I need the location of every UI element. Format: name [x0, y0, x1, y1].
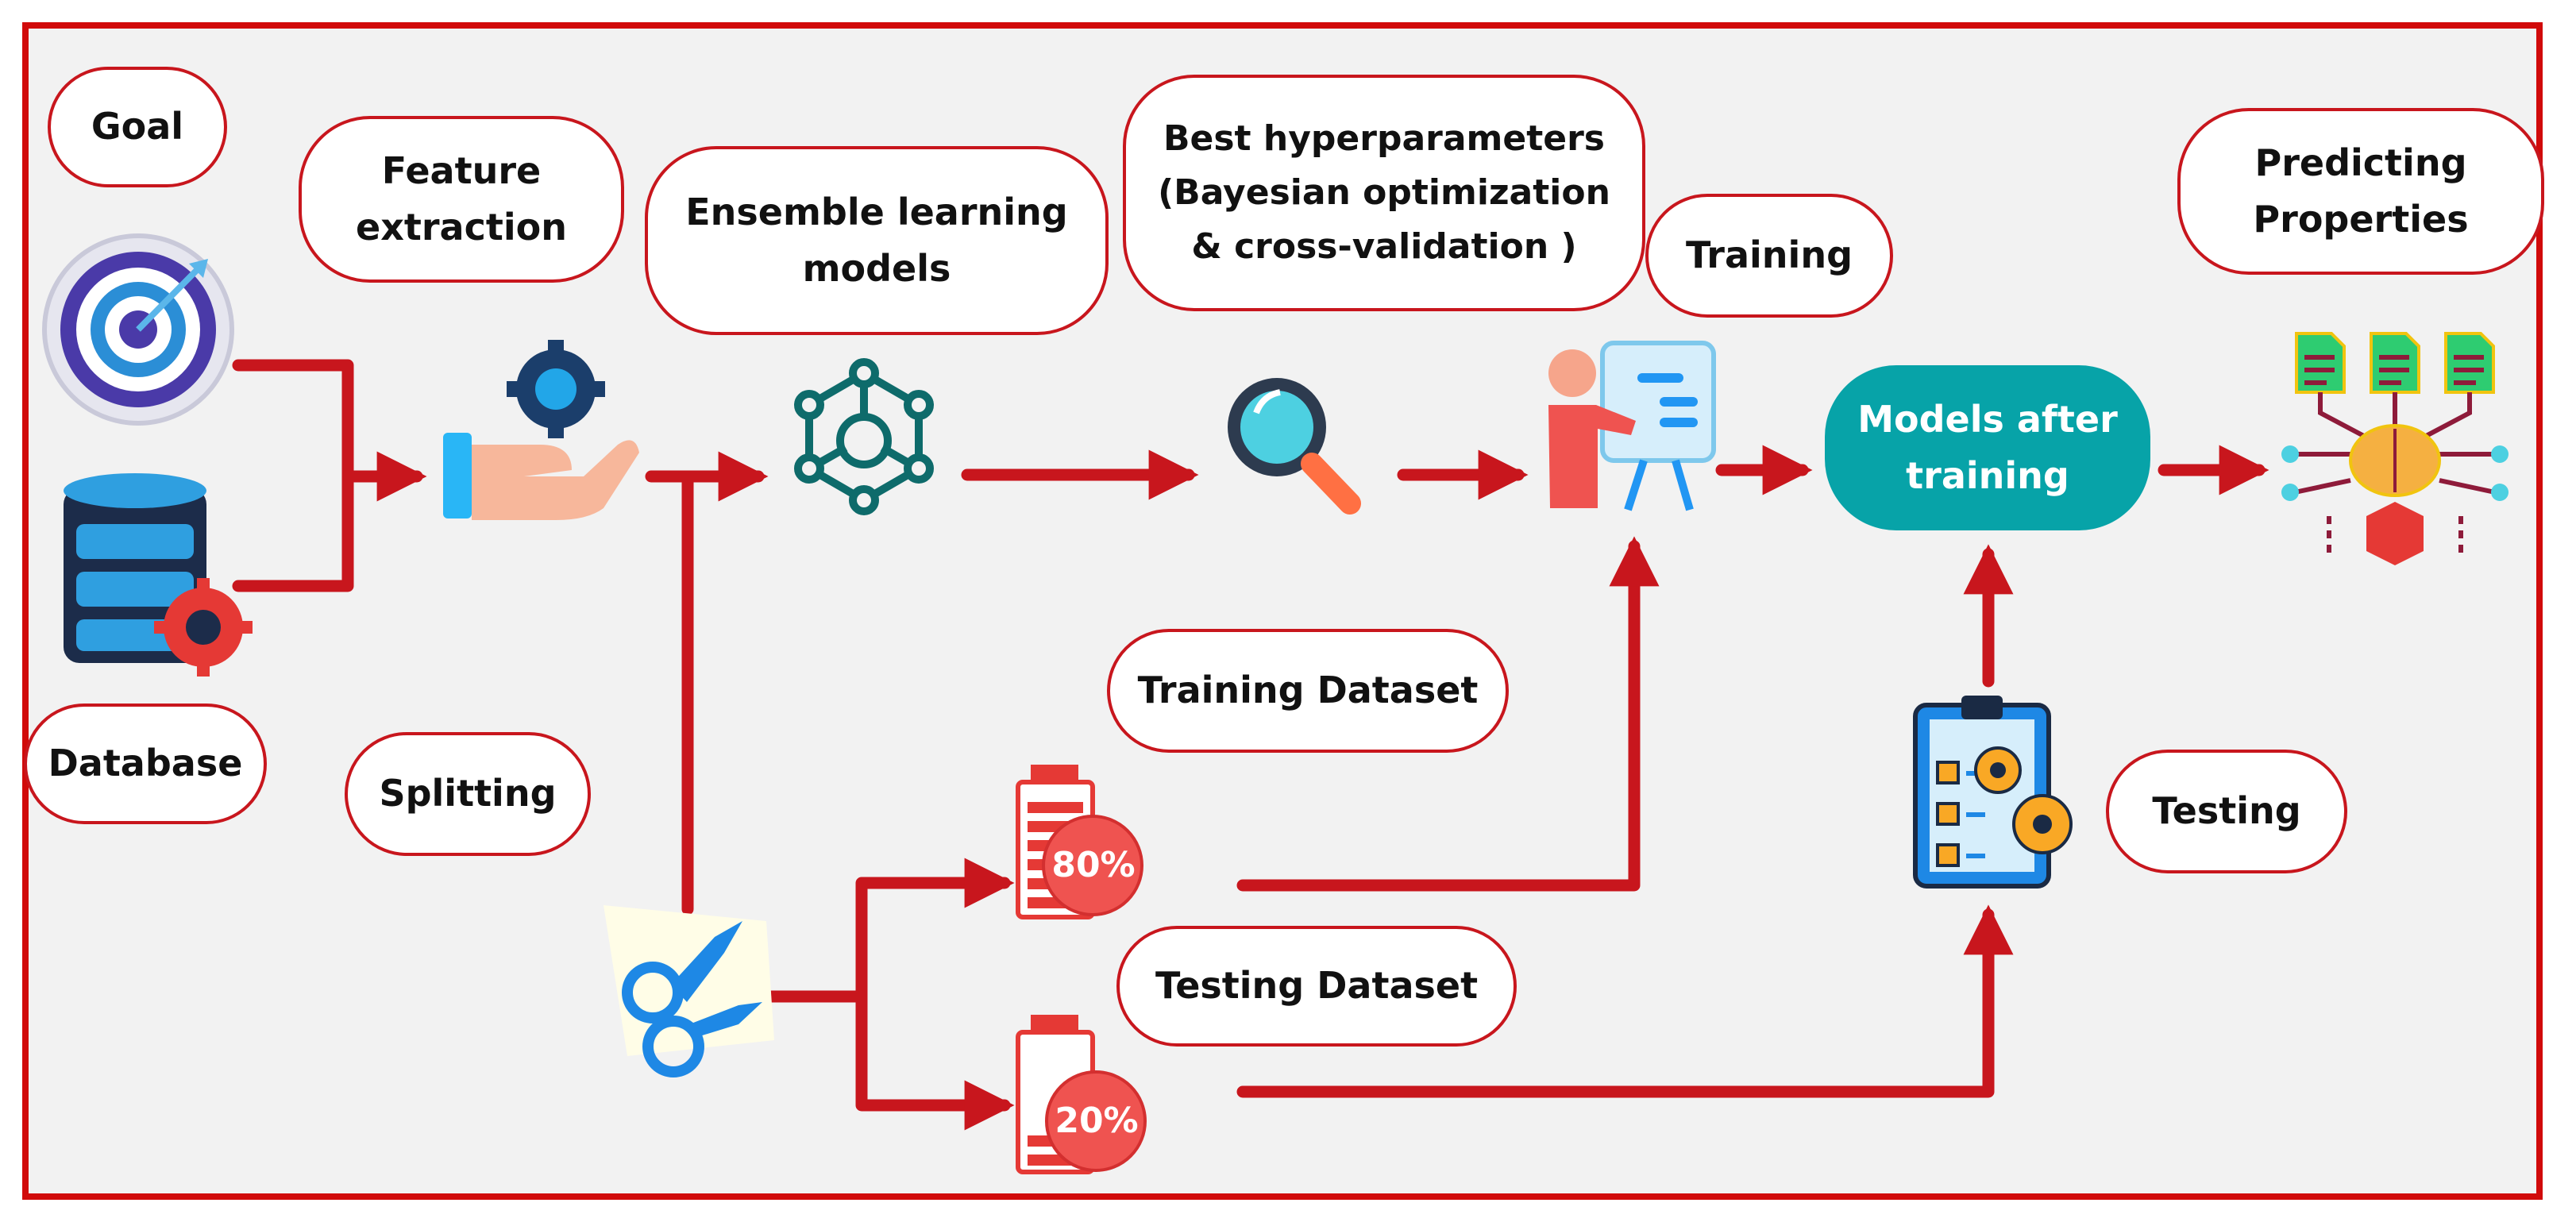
battery-20-label: 20%	[1055, 1101, 1139, 1141]
predicting-properties-label: Predicting Properties	[2177, 108, 2544, 275]
battery-80-icon	[1016, 765, 1143, 919]
testing-label: Testing	[2106, 750, 2347, 873]
database-connector	[232, 470, 354, 592]
splitting-label: Splitting	[345, 732, 591, 856]
models-after-training-box: Models after training	[1825, 365, 2150, 530]
training-dataset-label: Training Dataset	[1107, 629, 1509, 753]
presentation-icon	[1548, 341, 1716, 511]
magnifier-icon	[1228, 378, 1361, 515]
network-nodes-icon	[794, 358, 934, 515]
scissors-icon	[604, 905, 774, 1077]
ensemble-learning-label: Ensemble learning models	[645, 146, 1109, 335]
target-icon	[42, 233, 234, 426]
hand-gear-icon	[443, 340, 639, 520]
battery-20-icon	[1016, 1015, 1147, 1174]
goal-connector	[232, 359, 354, 483]
battery-80-label: 80%	[1051, 845, 1136, 885]
training-dataset-arrow	[1236, 536, 1660, 892]
testing-dataset-arrow	[1236, 904, 2014, 1098]
database-gear-icon	[64, 473, 253, 677]
best-hyperparameters-label: Best hyperparameters (Bayesian optimizat…	[1123, 75, 1645, 311]
goal-label: Goal	[48, 67, 227, 187]
training-label: Training	[1645, 194, 1893, 318]
clipboard-gears-icon	[1913, 696, 2073, 889]
to-20-arrow	[855, 990, 1015, 1131]
feature-extraction-label: Feature extraction	[299, 116, 624, 283]
documents-brain-icon	[2281, 332, 2509, 565]
testing-dataset-label: Testing Dataset	[1116, 926, 1517, 1047]
database-label: Database	[24, 704, 267, 824]
to-80-arrow	[855, 858, 1015, 1003]
